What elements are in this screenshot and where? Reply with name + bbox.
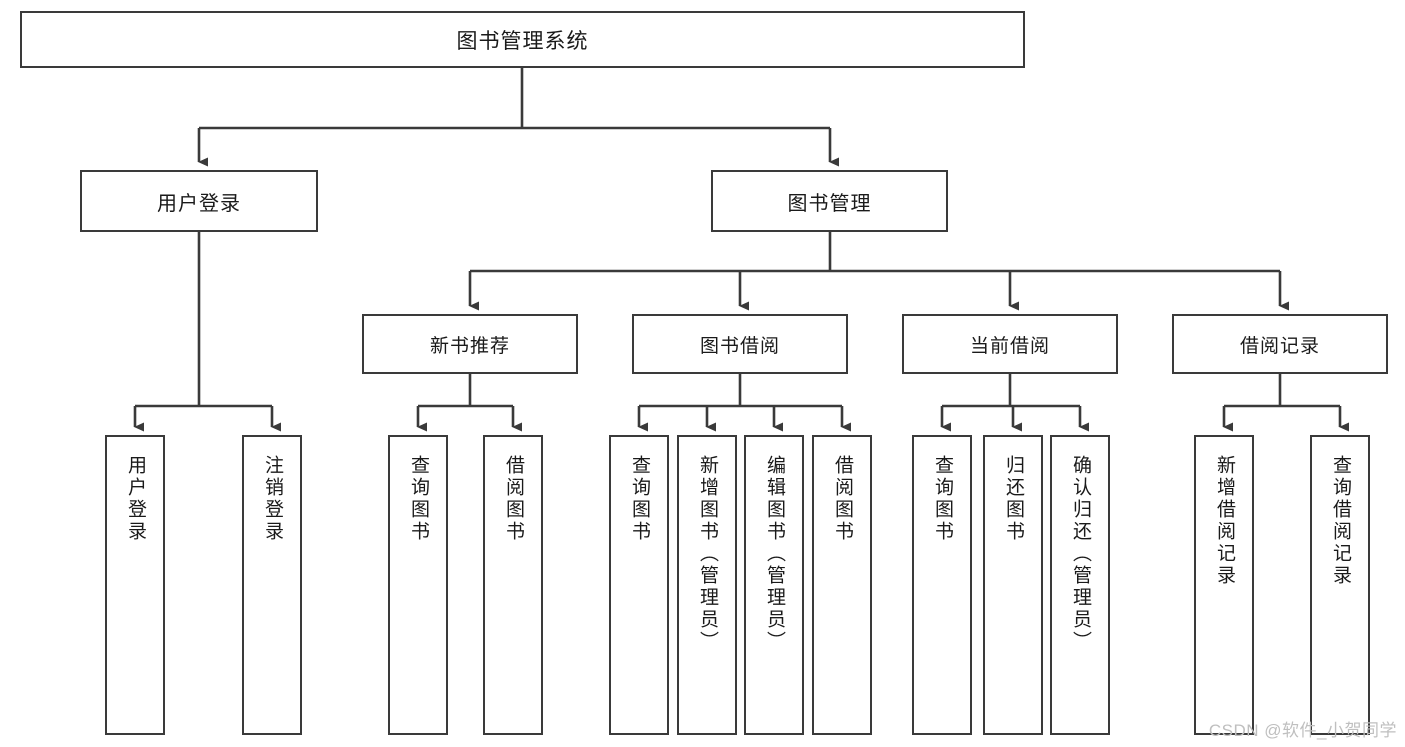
node-new-book-recommend-label: 新书推荐 xyxy=(429,335,510,357)
node-borrow-record-label: 借阅记录 xyxy=(1239,335,1320,357)
leaf-user-login-label: 用户登录 xyxy=(124,455,146,543)
node-user-login[interactable]: 用户登录 xyxy=(80,170,318,232)
leaf-user-logout[interactable]: 注销登录 xyxy=(242,435,302,735)
leaf-borrow-book-recommend[interactable]: 借阅图书 xyxy=(483,435,543,735)
leaf-confirm-return-admin[interactable]: 确认归还（管理员） xyxy=(1050,435,1110,735)
leaf-query-book-recommend[interactable]: 查询图书 xyxy=(388,435,448,735)
leaf-borrow-book[interactable]: 借阅图书 xyxy=(812,435,872,735)
leaf-user-login[interactable]: 用户登录 xyxy=(105,435,165,735)
leaf-edit-book-admin-label: 编辑图书（管理员） xyxy=(763,455,785,653)
leaf-query-book-current-label: 查询图书 xyxy=(931,455,953,543)
watermark-text: CSDN @软件_小贺同学 xyxy=(1208,721,1397,740)
leaf-add-book-admin-label: 新增图书（管理员） xyxy=(696,455,718,653)
leaf-return-book[interactable]: 归还图书 xyxy=(983,435,1043,735)
leaf-borrow-book-label: 借阅图书 xyxy=(831,455,853,543)
leaf-borrow-book-recommend-label: 借阅图书 xyxy=(502,455,524,543)
leaf-query-book-recommend-label: 查询图书 xyxy=(407,455,429,543)
node-user-login-label: 用户登录 xyxy=(157,192,241,215)
node-current-borrow-label: 当前借阅 xyxy=(969,335,1050,357)
leaf-add-borrow-record-label: 新增借阅记录 xyxy=(1213,455,1235,587)
node-book-management-label: 图书管理 xyxy=(787,192,872,215)
node-new-book-recommend[interactable]: 新书推荐 xyxy=(362,314,578,374)
leaf-user-logout-label: 注销登录 xyxy=(261,455,283,543)
node-book-borrow[interactable]: 图书借阅 xyxy=(632,314,848,374)
node-book-management[interactable]: 图书管理 xyxy=(711,170,948,232)
node-current-borrow[interactable]: 当前借阅 xyxy=(902,314,1118,374)
leaf-add-book-admin[interactable]: 新增图书（管理员） xyxy=(677,435,737,735)
leaf-query-book-borrow[interactable]: 查询图书 xyxy=(609,435,669,735)
leaf-return-book-label: 归还图书 xyxy=(1002,455,1024,543)
leaf-query-borrow-record[interactable]: 查询借阅记录 xyxy=(1310,435,1370,735)
node-book-borrow-label: 图书借阅 xyxy=(699,335,780,357)
node-root[interactable]: 图书管理系统 xyxy=(20,11,1025,68)
node-borrow-record[interactable]: 借阅记录 xyxy=(1172,314,1388,374)
leaf-query-book-current[interactable]: 查询图书 xyxy=(912,435,972,735)
leaf-edit-book-admin[interactable]: 编辑图书（管理员） xyxy=(744,435,804,735)
leaf-query-borrow-record-label: 查询借阅记录 xyxy=(1329,455,1351,587)
node-root-label: 图书管理系统 xyxy=(456,29,589,53)
leaf-confirm-return-admin-label: 确认归还（管理员） xyxy=(1069,455,1091,653)
leaf-add-borrow-record[interactable]: 新增借阅记录 xyxy=(1194,435,1254,735)
leaf-query-book-borrow-label: 查询图书 xyxy=(628,455,650,543)
